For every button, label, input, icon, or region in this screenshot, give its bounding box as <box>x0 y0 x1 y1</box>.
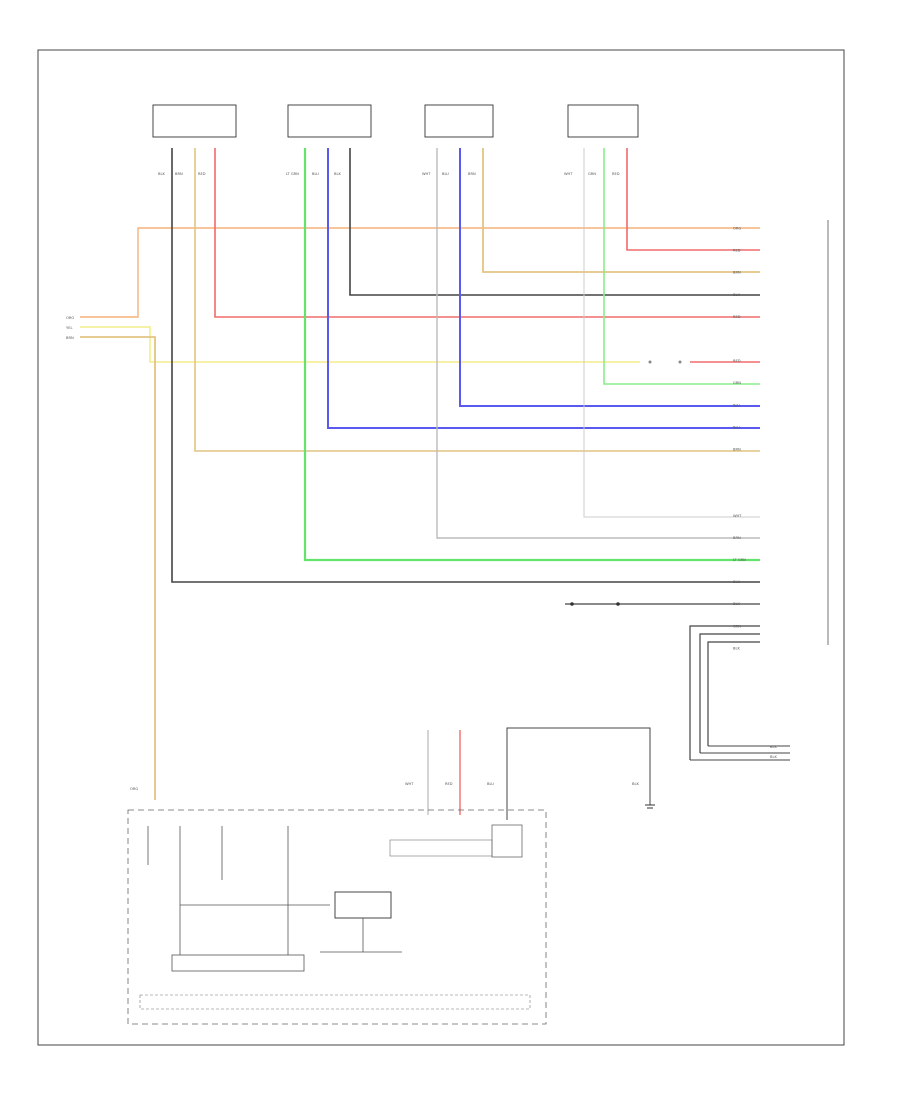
wire-s2-green <box>303 148 760 562</box>
wire-low-black-4 <box>707 641 760 746</box>
left-wire-label-2: YEL <box>66 326 72 330</box>
right-row-wire-label: GRN <box>733 624 741 628</box>
right-row-wire-label: RED <box>733 359 741 363</box>
right-row-wire-label: BRN <box>733 536 741 540</box>
wire-s4-red <box>626 148 760 251</box>
inline-connector <box>648 360 682 364</box>
mid-wire-label-white: WHT <box>405 782 414 786</box>
right-row-wire-label: BRN <box>733 271 741 275</box>
right-row-wire-label: BLK <box>733 646 740 650</box>
wire-s4-gray <box>583 148 760 518</box>
wire-s1-black <box>171 148 760 583</box>
diagram-frame <box>37 49 845 1046</box>
wire-s3-tan <box>482 148 760 273</box>
right-row-wire-label: BLU <box>733 425 740 429</box>
left-wire-label-1: ORG <box>66 316 74 320</box>
wire-low-black-3 <box>699 633 760 753</box>
sensor-1-wire-b: BRN <box>175 172 183 176</box>
wire-mid-black <box>506 727 651 820</box>
sensor-4-box <box>567 104 639 138</box>
mid-wire-label-blue: BLU <box>487 782 494 786</box>
right-row-wire-label: ORG <box>733 227 741 231</box>
splice-dot-2 <box>616 602 620 606</box>
wire-s4-green <box>603 148 760 385</box>
sensor-2-wire-b: BLU <box>312 172 319 176</box>
engine-inner-rect <box>171 954 305 972</box>
right-row-wire-label: RED <box>733 315 741 319</box>
wire-yellow-left <box>80 326 640 363</box>
sensor-3-wire-c: BRN <box>468 172 476 176</box>
mid-wire-label-black: BLK <box>632 782 639 786</box>
wire-s1-tan <box>194 148 760 452</box>
engine-inner-box <box>334 891 392 919</box>
right-row-wire-label: BRN <box>733 448 741 452</box>
sensor-3-box <box>424 104 494 138</box>
right-row-wire-label: BLK <box>733 602 740 606</box>
right-row-wire-label: RED <box>733 249 741 253</box>
splice-dot-1 <box>570 602 574 606</box>
wire-s1-red <box>214 148 760 318</box>
right-row-wire-label: BLK <box>733 580 740 584</box>
sensor-1: BLK BRN RED <box>152 104 237 176</box>
splices <box>570 602 620 606</box>
sensor-2-wire-a: LT GRN <box>286 172 299 176</box>
mid-wire-label-red: RED <box>445 782 453 786</box>
wire-low-black-2 <box>689 625 760 760</box>
wire-s3-gray <box>436 148 760 539</box>
right-row-wire-label: BLK <box>733 293 740 297</box>
wires <box>80 148 790 820</box>
mid-block: WHT RED BLU BLK <box>389 782 655 858</box>
engine-module-outline <box>127 809 547 1025</box>
mid-ground-box <box>491 824 523 858</box>
left-wire-labels: ORG YEL BRN <box>66 316 74 340</box>
sensor-2: LT GRN BLU BLK <box>286 104 372 176</box>
inline-pin-a <box>648 360 652 364</box>
sensor-3-wire-a: WHT <box>422 172 431 176</box>
right-connector: ORG RED BRN BLK RED RED GRN BLU BLU BRN WHT BRN LT G… <box>733 227 746 651</box>
wire-s2-black <box>349 148 760 296</box>
sensor-4-wire-c: RED <box>612 172 620 176</box>
sensor-1-wire-c: RED <box>198 172 206 176</box>
inline-pin-b <box>678 360 682 364</box>
right-row-wire-label: GRN <box>733 381 741 385</box>
wire-s3-blue <box>459 148 760 407</box>
sensor-1-box <box>152 104 237 138</box>
right-row-wire-label: BLU <box>733 403 740 407</box>
lower-left-wire-label: ORG <box>130 787 138 791</box>
left-wire-label-3: BRN <box>66 336 74 340</box>
wire-tan-left-down <box>80 336 156 800</box>
sensor-1-wire-a: BLK <box>158 172 165 176</box>
mid-connector-box <box>389 839 493 857</box>
bottom-right-wire-1: BLK <box>770 745 777 749</box>
bottom-right-group: BLK BLK <box>770 745 777 759</box>
sensor-4-wire-a: WHT <box>564 172 573 176</box>
engine-bus-box <box>139 994 531 1010</box>
right-row-wire-label: LT GRN <box>733 558 746 562</box>
sensor-3: WHT BLU BRN <box>422 104 494 176</box>
right-row-wire-label: WHT <box>733 514 742 518</box>
bottom-right-wire-2: BLK <box>770 755 777 759</box>
sensor-2-box <box>287 104 372 138</box>
sensor-4: WHT GRN RED <box>564 104 639 176</box>
sensor-4-wire-b: GRN <box>588 172 596 176</box>
wire-s2-blue <box>327 148 760 429</box>
sensor-2-wire-c: BLK <box>334 172 341 176</box>
wire-orange-top <box>80 227 760 318</box>
sensor-3-wire-b: BLU <box>442 172 449 176</box>
engine-module: ORG <box>127 787 547 1025</box>
